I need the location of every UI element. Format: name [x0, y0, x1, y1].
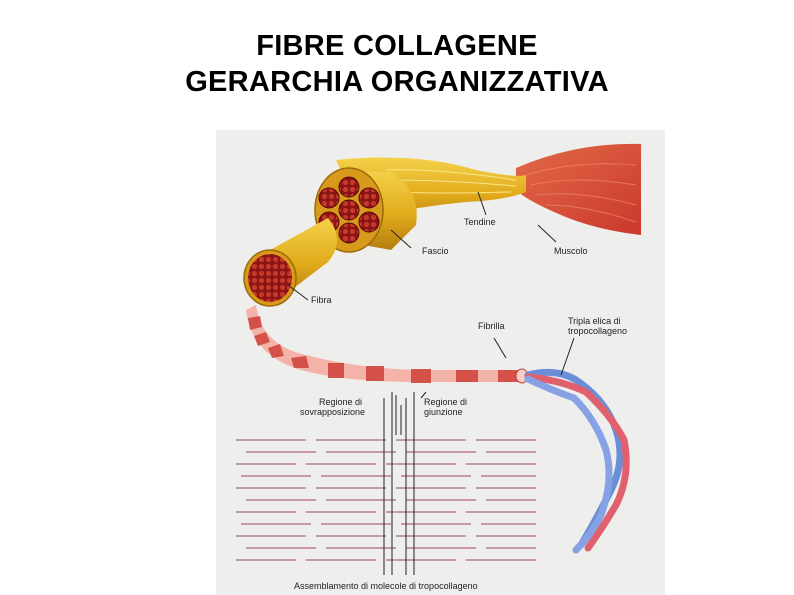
label-tripla-elica-1: Tripla elica di — [568, 316, 621, 326]
label-sovrapposizione-2: sovrapposizione — [300, 407, 365, 417]
muscle — [516, 143, 641, 235]
fiber — [243, 218, 337, 307]
title-line-1: FIBRE COLLAGENE — [256, 30, 538, 62]
label-muscolo: Muscolo — [554, 246, 588, 256]
label-fascio: Fascio — [422, 246, 449, 256]
label-sovrapposizione-1: Regione di — [319, 397, 362, 407]
slide-title: FIBRE COLLAGENE GERARCHIA ORGANIZZATIVA — [0, 28, 794, 100]
leader-lines — [287, 191, 575, 575]
title-line-2: GERARCHIA ORGANIZZATIVA — [185, 66, 609, 98]
collagen-hierarchy-figure: Tendine Muscolo Fascio Fibra Fibrilla Tr… — [216, 130, 665, 595]
fibril — [246, 305, 529, 384]
label-assemblamento: Assemblamento di molecole di tropocollag… — [294, 581, 478, 591]
label-giunzione-1: Regione di — [424, 397, 467, 407]
label-giunzione-2: giunzione — [424, 407, 463, 417]
label-fibrilla: Fibrilla — [478, 321, 505, 331]
label-tendine: Tendine — [464, 217, 496, 227]
triple-helix — [524, 368, 630, 554]
label-tripla-elica-2: tropocollageno — [568, 326, 627, 336]
label-fibra: Fibra — [311, 295, 332, 305]
collagen-illustration: Tendine Muscolo Fascio Fibra Fibrilla Tr… — [236, 143, 641, 591]
fascicle-bundle — [314, 167, 417, 253]
tropocollagen-assembly — [236, 439, 536, 561]
